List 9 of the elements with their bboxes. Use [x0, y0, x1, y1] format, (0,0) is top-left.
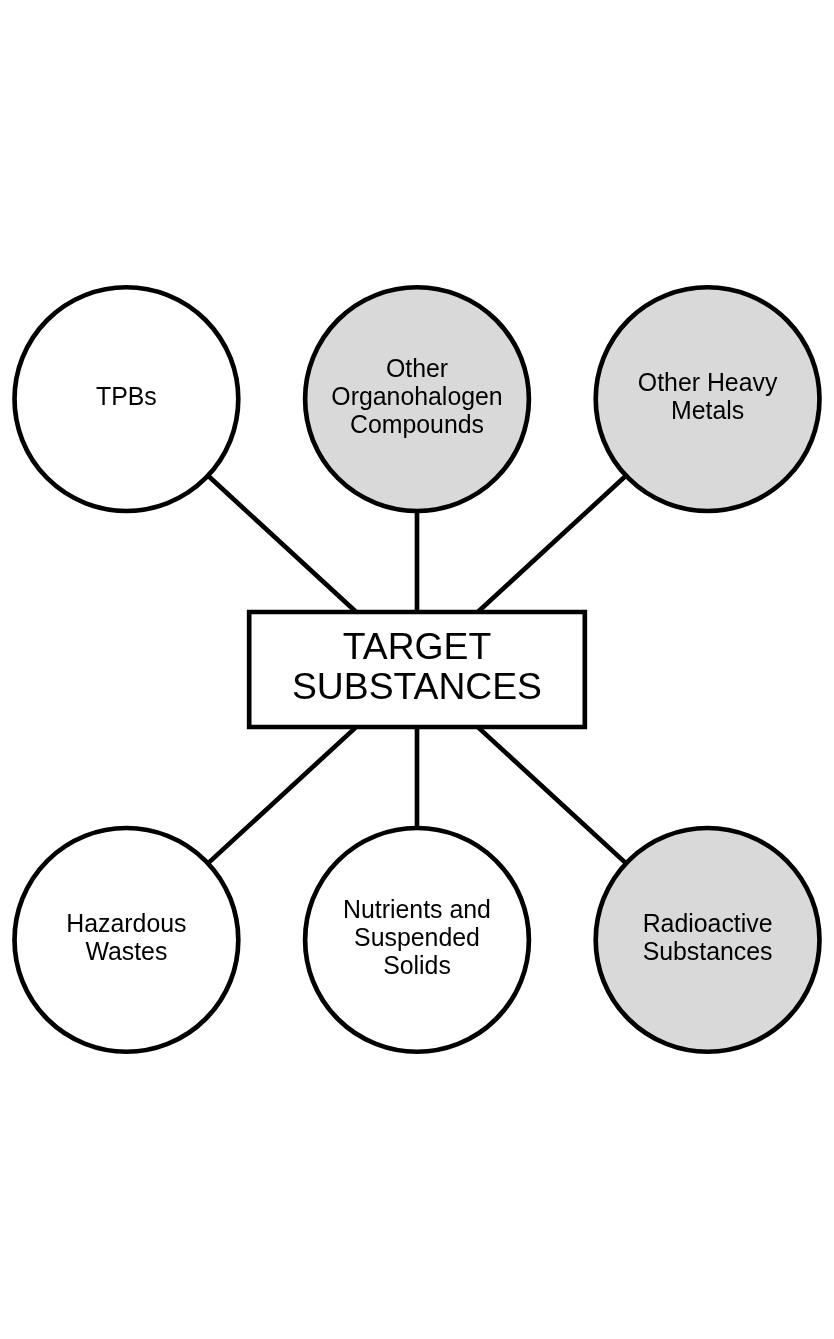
- node-circle: Hazardous Wastes: [12, 825, 241, 1055]
- node-box: TARGET SUBSTANCES: [246, 609, 588, 730]
- connector: [414, 511, 420, 612]
- node-circle: Other Organohalogen Compounds: [302, 284, 532, 514]
- node-circle: Other Heavy Metals: [593, 284, 822, 514]
- node-circle: TPBs: [12, 284, 241, 514]
- node-circle: Nutrients and Suspended Solids: [302, 825, 532, 1055]
- connector: [414, 727, 420, 828]
- node-circle: Radioactive Substances: [593, 825, 822, 1055]
